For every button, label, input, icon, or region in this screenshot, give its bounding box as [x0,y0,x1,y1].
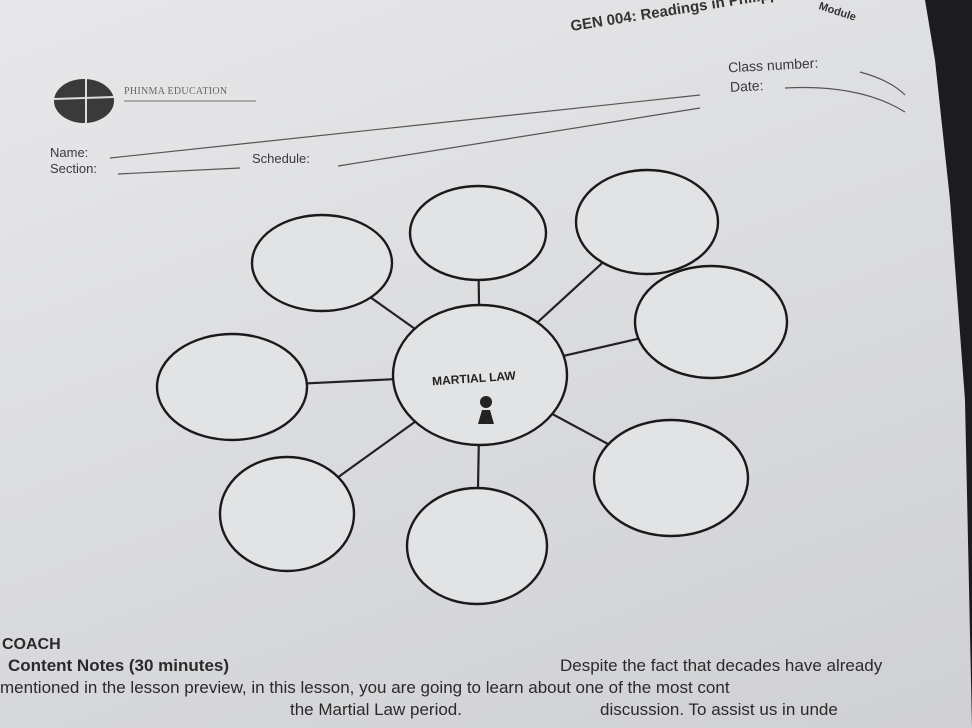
lesson-paragraph-line-2: Despite the fact that decades have alrea… [560,656,883,675]
empty-bubble-8 [405,486,549,606]
empty-bubble-6 [592,418,750,538]
content-notes-heading: Content Notes (30 minutes) [8,656,230,675]
name-label: Name: [50,145,89,160]
empty-bubble-5 [155,332,309,442]
logo-text: PHINMA EDUCATION [124,86,228,97]
empty-bubble-2 [408,184,548,282]
logo-tagline [124,100,256,102]
blank-lines [109,71,906,175]
section-label: Section: [50,161,97,176]
lesson-paragraph-line-3: the Martial Law period. [290,700,462,719]
person-silhouette-icon [478,396,494,424]
empty-bubble-4 [633,264,789,380]
phinma-logo [53,79,115,124]
empty-bubble-7 [218,455,356,573]
schedule-label: Schedule: [252,151,310,166]
lesson-paragraph-line-4: discussion. To assist us in unde [600,700,838,719]
coach-heading: COACH [2,636,61,653]
center-bubble [391,303,569,447]
center-label: MARTIAL LAW [432,368,517,388]
lesson-paragraph: mentioned in the lesson preview, in this… [0,678,730,697]
empty-bubble-3 [574,168,720,276]
empty-bubble-1 [250,213,394,313]
